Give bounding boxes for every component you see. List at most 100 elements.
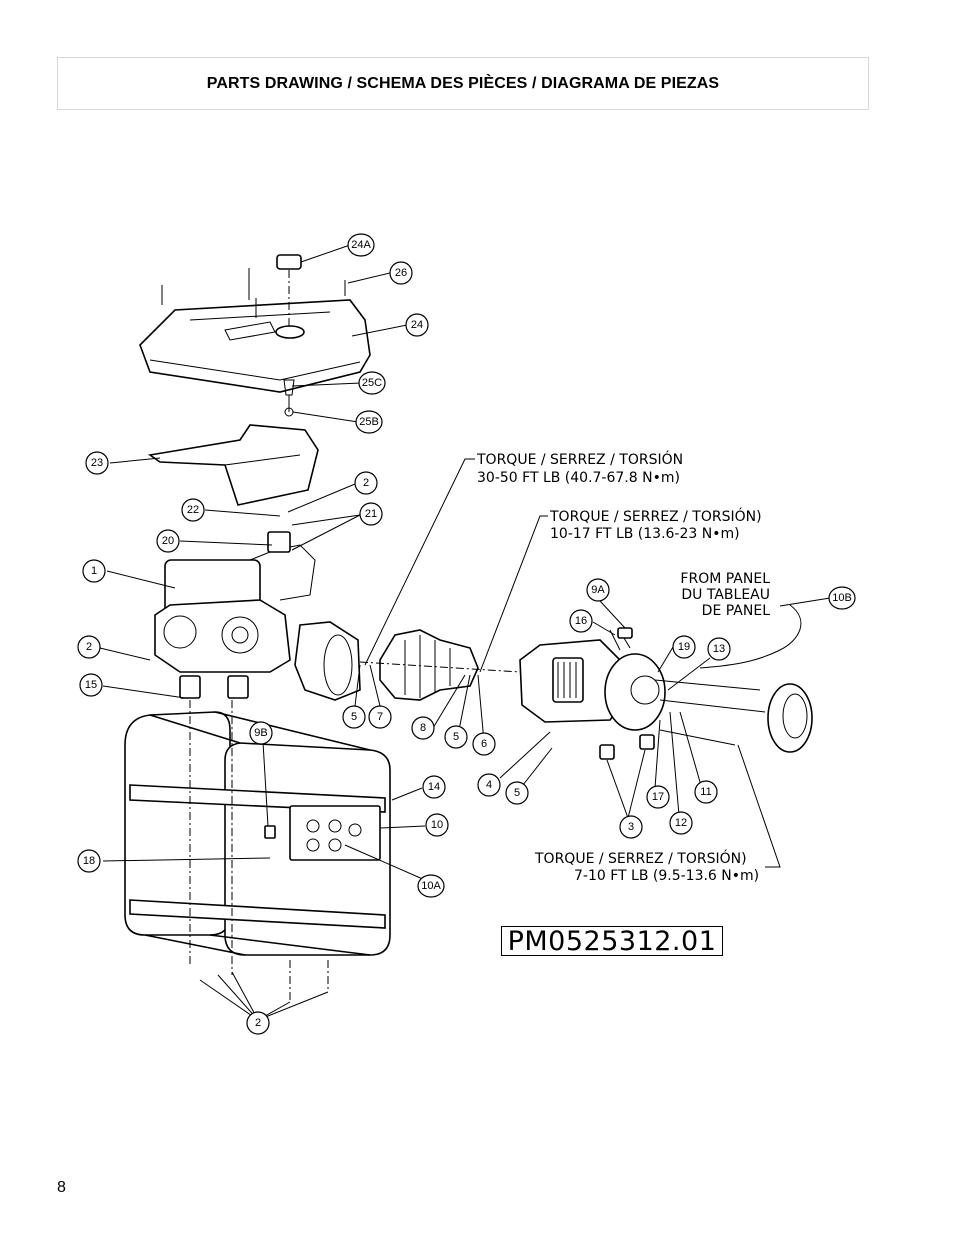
callout-circle bbox=[586, 578, 610, 602]
callout-label: 26 bbox=[395, 267, 407, 279]
part-code-box: PM0525312.01 bbox=[501, 925, 723, 957]
callout-label: 25C bbox=[362, 377, 382, 389]
callout-label: 24 bbox=[411, 319, 423, 331]
callout-label: 17 bbox=[652, 791, 664, 803]
callout-label: 14 bbox=[428, 781, 440, 793]
callout-label: 12 bbox=[675, 817, 687, 829]
callout-3: 3 bbox=[619, 815, 643, 839]
callout-label: 18 bbox=[83, 855, 95, 867]
engine bbox=[154, 531, 316, 699]
callout-circle bbox=[342, 705, 366, 729]
callout-circle bbox=[411, 716, 435, 740]
title-box: PARTS DRAWING / SCHEMA DES PIÈCES / DIAG… bbox=[57, 57, 869, 110]
callout-16: 16 bbox=[569, 609, 593, 633]
callout-6: 6 bbox=[472, 732, 496, 756]
callout-10b: 10B bbox=[828, 586, 856, 610]
callout-19: 19 bbox=[672, 635, 696, 659]
callout-2: 2 bbox=[77, 635, 101, 659]
callout-circle bbox=[417, 874, 445, 898]
end-cover bbox=[767, 683, 813, 753]
callout-circle bbox=[389, 261, 413, 285]
callout-label: 20 bbox=[162, 535, 174, 547]
callout-circle bbox=[358, 371, 386, 395]
callout-label: 5 bbox=[351, 711, 357, 723]
callout-label: 3 bbox=[628, 821, 634, 833]
callout-circle bbox=[472, 732, 496, 756]
torque-leaders bbox=[364, 458, 781, 868]
callout-label: 4 bbox=[486, 779, 492, 791]
callout-11: 11 bbox=[694, 780, 718, 804]
callout-circle bbox=[505, 781, 529, 805]
callout-circle bbox=[249, 721, 273, 745]
callout-circle bbox=[669, 811, 693, 835]
callout-label: 13 bbox=[713, 643, 725, 655]
callout-label: 1 bbox=[91, 565, 97, 577]
callout-18: 18 bbox=[77, 849, 101, 873]
callout-circle bbox=[405, 313, 429, 337]
callout-25c: 25C bbox=[358, 371, 386, 395]
callout-circle bbox=[477, 773, 501, 797]
callout-circle bbox=[82, 559, 106, 583]
callout-label: 9A bbox=[591, 584, 605, 596]
callout-circle bbox=[646, 785, 670, 809]
part-code: PM0525312.01 bbox=[507, 925, 717, 957]
callout-circle bbox=[425, 813, 449, 837]
callout-15: 15 bbox=[79, 673, 103, 697]
callout-label: 19 bbox=[678, 641, 690, 653]
callout-circle bbox=[347, 233, 375, 257]
callout-21: 21 bbox=[359, 502, 383, 526]
fuel-tank bbox=[139, 254, 371, 417]
callout-circle bbox=[569, 609, 593, 633]
callout-circle bbox=[246, 1011, 270, 1035]
callout-2: 2 bbox=[354, 471, 378, 495]
callout-22: 22 bbox=[181, 498, 205, 522]
callout-label: 15 bbox=[85, 679, 97, 691]
callout-circle bbox=[359, 502, 383, 526]
callout-circle bbox=[422, 775, 446, 799]
torque-note-1: TORQUE / SERREZ / TORSIÓN 30-50 FT LB (4… bbox=[476, 450, 683, 486]
callout-label: 10A bbox=[421, 880, 441, 892]
callout-circle bbox=[156, 529, 180, 553]
adapter-housing bbox=[294, 621, 361, 701]
callout-circle bbox=[77, 635, 101, 659]
callout-24a: 24A bbox=[347, 233, 375, 257]
from-panel-line1: FROM PANEL bbox=[680, 571, 770, 587]
callout-circle bbox=[77, 849, 101, 873]
callout-14: 14 bbox=[422, 775, 446, 799]
callout-circle bbox=[354, 471, 378, 495]
callout-label: 2 bbox=[255, 1017, 261, 1029]
callout-circle bbox=[368, 705, 392, 729]
page-number: 8 bbox=[57, 1179, 66, 1196]
callout-17: 17 bbox=[646, 785, 670, 809]
from-panel-line3: DE PANEL bbox=[702, 603, 771, 619]
callout-26: 26 bbox=[389, 261, 413, 285]
callout-label: 6 bbox=[481, 738, 487, 750]
callout-10: 10 bbox=[425, 813, 449, 837]
callout-1: 1 bbox=[82, 559, 106, 583]
callout-24: 24 bbox=[405, 313, 429, 337]
callout-label: 24A bbox=[351, 239, 371, 251]
callout-circle bbox=[707, 637, 731, 661]
leader-lines bbox=[99, 244, 831, 1021]
callout-2: 2 bbox=[246, 1011, 270, 1035]
torque-note-3-line1: TORQUE / SERREZ / TORSIÓN) bbox=[534, 849, 747, 867]
callout-label: 9B bbox=[254, 727, 267, 739]
callout-label: 8 bbox=[420, 722, 426, 734]
callout-circle bbox=[828, 586, 856, 610]
callout-25b: 25B bbox=[355, 410, 383, 434]
callout-12: 12 bbox=[669, 811, 693, 835]
callout-label: 5 bbox=[453, 731, 459, 743]
callout-8: 8 bbox=[411, 716, 435, 740]
callout-5: 5 bbox=[505, 781, 529, 805]
torque-note-3: TORQUE / SERREZ / TORSIÓN) 7-10 FT LB (9… bbox=[534, 849, 759, 884]
callout-circle bbox=[619, 815, 643, 839]
callout-label: 11 bbox=[700, 786, 711, 798]
panel-wire bbox=[699, 604, 802, 669]
callout-circle bbox=[694, 780, 718, 804]
callout-23: 23 bbox=[85, 451, 109, 475]
from-panel-note: FROM PANEL DU TABLEAU DE PANEL bbox=[680, 571, 770, 619]
callout-5: 5 bbox=[444, 725, 468, 749]
callout-circle bbox=[79, 673, 103, 697]
callout-label: 21 bbox=[365, 508, 377, 520]
